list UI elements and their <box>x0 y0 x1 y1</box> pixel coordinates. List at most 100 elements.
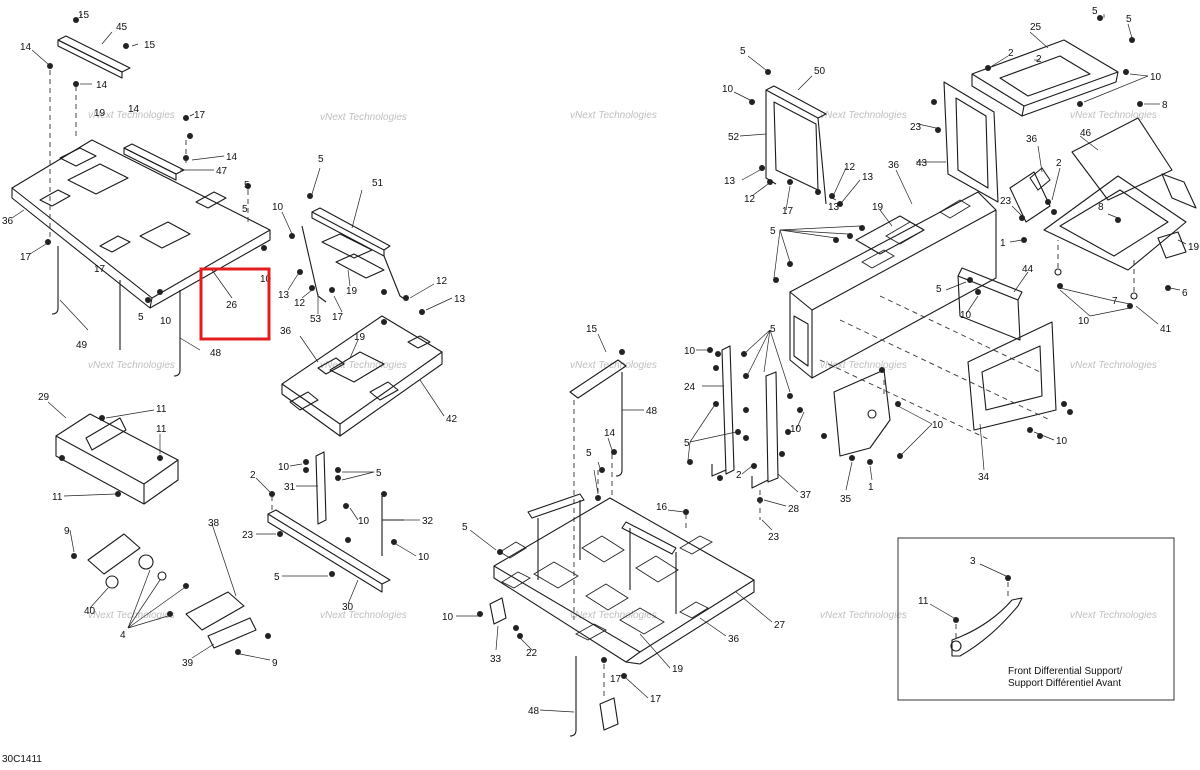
callout-23: 23 <box>1000 196 1012 207</box>
callout-37: 37 <box>800 490 812 501</box>
callout-13: 13 <box>862 172 874 183</box>
leader-line <box>607 437 613 451</box>
part-outline <box>1009 171 1051 223</box>
callout-10: 10 <box>260 274 272 285</box>
fastener <box>985 65 991 71</box>
callout-48: 48 <box>210 348 222 359</box>
leader-line <box>699 617 727 637</box>
callout-51: 51 <box>372 178 384 189</box>
watermark: vNext Technologies <box>88 110 175 121</box>
leader-line <box>347 269 351 287</box>
fastener <box>47 63 53 69</box>
callout-19: 19 <box>346 286 358 297</box>
callout-10: 10 <box>1056 436 1068 447</box>
fastener <box>381 289 387 295</box>
leader-line <box>785 185 791 211</box>
callout-19: 19 <box>94 108 106 119</box>
callout-13: 13 <box>828 202 840 213</box>
leader-line <box>901 423 933 455</box>
callout-49: 49 <box>76 340 88 351</box>
callout-10: 10 <box>722 84 734 95</box>
rubber-pad <box>679 601 709 619</box>
leader-line <box>349 507 359 521</box>
part-outline <box>999 55 1091 97</box>
callout-36: 36 <box>1026 134 1038 145</box>
inset-title-en: Front Differential Support/ <box>1008 666 1123 677</box>
rubber-pad <box>533 561 579 589</box>
leader-line <box>89 587 109 609</box>
callout-19: 19 <box>872 202 884 213</box>
fastener <box>59 455 65 461</box>
callout-23: 23 <box>242 530 254 541</box>
leader-line <box>409 283 435 299</box>
fastener <box>767 179 773 185</box>
inset-frame <box>897 537 1175 701</box>
part-outline <box>11 188 153 309</box>
callout-5: 5 <box>138 312 144 323</box>
watermark: vNext Technologies <box>820 610 907 621</box>
bracket-lower <box>599 697 619 731</box>
callout-12: 12 <box>294 298 306 309</box>
callout-45: 45 <box>116 22 128 33</box>
leader-line <box>127 579 161 629</box>
support-29: 29 11 11 11 <box>38 392 179 505</box>
leader-line <box>349 339 359 359</box>
callout-10: 10 <box>1150 72 1162 83</box>
callout-10: 10 <box>358 516 370 527</box>
leader-line <box>689 431 737 443</box>
hidden-line <box>819 359 991 441</box>
part-outline <box>289 391 319 411</box>
mount-38-39: 9 38 40 4 39 9 <box>64 518 278 669</box>
fastener <box>1051 209 1057 215</box>
callout-8: 8 <box>1098 202 1104 213</box>
bracket-24 <box>721 345 735 475</box>
part-outline <box>957 267 1023 301</box>
leader-line <box>795 411 805 431</box>
fastener <box>787 261 793 267</box>
leader-line <box>239 653 271 661</box>
leader-line <box>747 55 767 71</box>
part-outline <box>955 97 989 189</box>
watermark: vNext Technologies <box>320 112 407 123</box>
watermark: vNext Technologies <box>570 610 657 621</box>
leader-line <box>739 133 767 137</box>
highlighted-part-26[interactable]: 26 <box>199 267 271 341</box>
fastener <box>115 491 121 497</box>
fastener <box>381 319 387 325</box>
leader-line <box>47 401 67 419</box>
fastener <box>73 81 79 87</box>
callout-25: 25 <box>1030 22 1042 33</box>
fastener <box>1097 15 1103 21</box>
callout-30: 30 <box>342 602 354 613</box>
leader-line <box>769 329 791 393</box>
fastener <box>261 245 267 251</box>
fastener <box>1019 215 1025 221</box>
callout-42: 42 <box>446 414 458 425</box>
leader-line <box>31 49 49 65</box>
callout-1: 1 <box>868 482 874 493</box>
fastener <box>797 407 803 413</box>
fastener <box>71 553 77 559</box>
inset-title-fr: Support Différentiel Avant <box>1008 678 1121 689</box>
callout-10: 10 <box>960 310 972 321</box>
fastener <box>765 69 771 75</box>
leader-line <box>1029 31 1049 49</box>
leader-line <box>1079 135 1099 151</box>
part-outline <box>139 221 191 249</box>
callout-13: 13 <box>278 290 290 301</box>
leader-line <box>179 337 201 351</box>
leader-line <box>1037 145 1043 173</box>
watermark: vNext Technologies <box>820 110 907 121</box>
part-outline <box>1054 268 1062 276</box>
leader-line <box>299 335 319 363</box>
part-outline <box>143 460 179 505</box>
fastener <box>517 633 523 639</box>
part-outline <box>751 476 769 489</box>
drawing-number: 30C1411 <box>2 754 42 765</box>
leader-line <box>687 441 691 461</box>
leader-line <box>965 295 979 315</box>
leader-line <box>539 709 575 713</box>
part-outline <box>1029 167 1051 191</box>
rubber-pad <box>679 535 713 555</box>
